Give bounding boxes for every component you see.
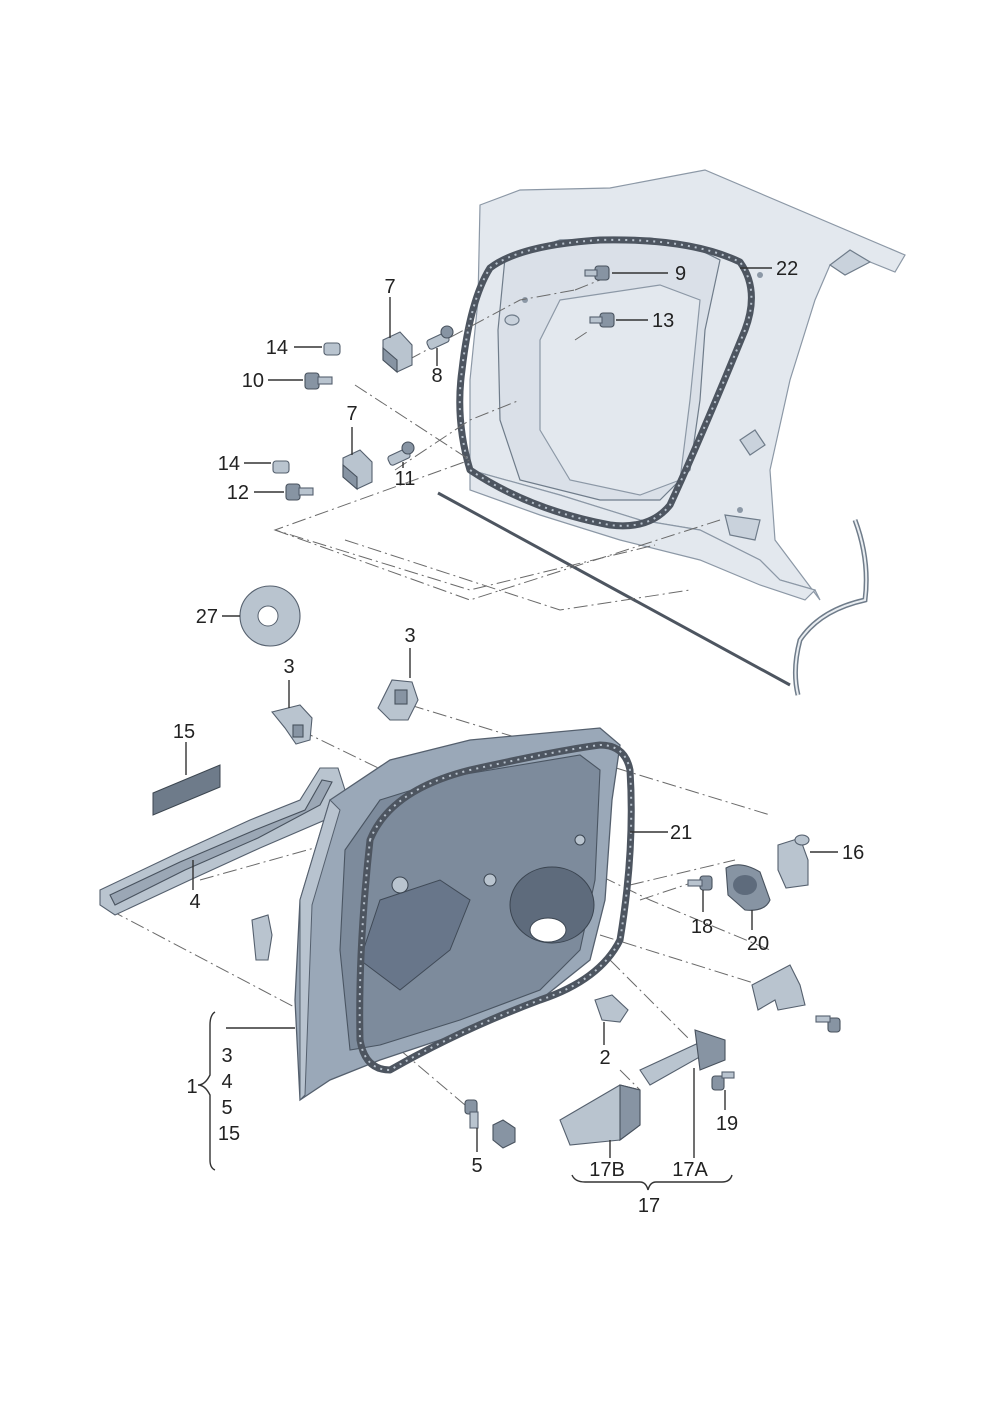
callout-2: 2 — [599, 1047, 610, 1069]
callout-3-left: 3 — [283, 656, 294, 678]
callout-1-sub-15: 15 — [218, 1123, 240, 1145]
callout-19: 19 — [716, 1113, 738, 1135]
callout-17b: 17B — [589, 1159, 625, 1181]
door-seal — [356, 741, 635, 1074]
callout-22: 22 — [776, 258, 798, 280]
sill-strip — [437, 491, 791, 687]
door-shell — [294, 727, 621, 1102]
bolt-10 — [304, 372, 333, 390]
bush-14-upper — [323, 342, 341, 356]
callout-11: 11 — [395, 468, 416, 490]
callout-10: 10 — [242, 370, 264, 392]
screw-9 — [584, 265, 610, 281]
label-strip-15 — [152, 764, 221, 816]
screw-18 — [687, 875, 713, 891]
body-side-panel — [469, 169, 906, 696]
screw-lock-bracket — [815, 1015, 841, 1033]
callout-14-lower: 14 — [218, 453, 240, 475]
alignment-lines — [109, 279, 771, 1106]
callout-1-sub-5: 5 — [221, 1097, 232, 1119]
bolt-5 — [464, 1099, 516, 1149]
bush-14-lower — [272, 460, 290, 474]
bracket-16 — [777, 834, 810, 889]
bolt-12 — [285, 483, 314, 501]
callout-21: 21 — [670, 822, 692, 844]
foam-pad — [251, 914, 273, 961]
lock-bracket — [751, 964, 806, 1011]
callout-13: 13 — [652, 310, 674, 332]
callout-5: 5 — [471, 1155, 482, 1177]
callout-17a: 17A — [672, 1159, 708, 1181]
callout-1: 1 — [186, 1076, 197, 1098]
lower-hinge — [342, 449, 373, 491]
callout-8: 8 — [431, 365, 442, 387]
callout-3-right: 3 — [404, 625, 415, 647]
callout-16: 16 — [842, 842, 864, 864]
callouts: 7 14 10 8 7 14 11 12 9 13 22 27 3 3 15 4… — [173, 258, 864, 1217]
upper-hinge — [382, 331, 413, 374]
leader-lines — [185, 267, 838, 1191]
screw-19 — [711, 1071, 735, 1091]
callout-17: 17 — [638, 1195, 660, 1217]
clip-3-right — [377, 679, 419, 721]
callout-1-sub-4: 4 — [221, 1071, 232, 1093]
washer-27 — [239, 585, 301, 647]
callout-4: 4 — [189, 891, 200, 913]
screw-13 — [589, 312, 615, 328]
callout-7-upper: 7 — [384, 276, 395, 298]
body-door-seal — [456, 236, 755, 530]
callout-15: 15 — [173, 721, 195, 743]
callout-18: 18 — [691, 916, 713, 938]
callout-12: 12 — [227, 482, 249, 504]
pin-8 — [426, 325, 454, 350]
callout-1-sub-3: 3 — [221, 1045, 232, 1067]
door-check-17a — [639, 1029, 726, 1086]
callout-9: 9 — [675, 263, 686, 285]
door-check-17b — [559, 1084, 641, 1146]
pin-11 — [387, 441, 415, 466]
callout-20: 20 — [747, 933, 769, 955]
callout-14-upper: 14 — [266, 337, 288, 359]
grommet-20 — [725, 864, 771, 911]
callout-7-lower: 7 — [346, 403, 357, 425]
callout-27: 27 — [196, 606, 218, 628]
clip-3-left — [271, 704, 313, 745]
plug-2 — [594, 994, 629, 1023]
